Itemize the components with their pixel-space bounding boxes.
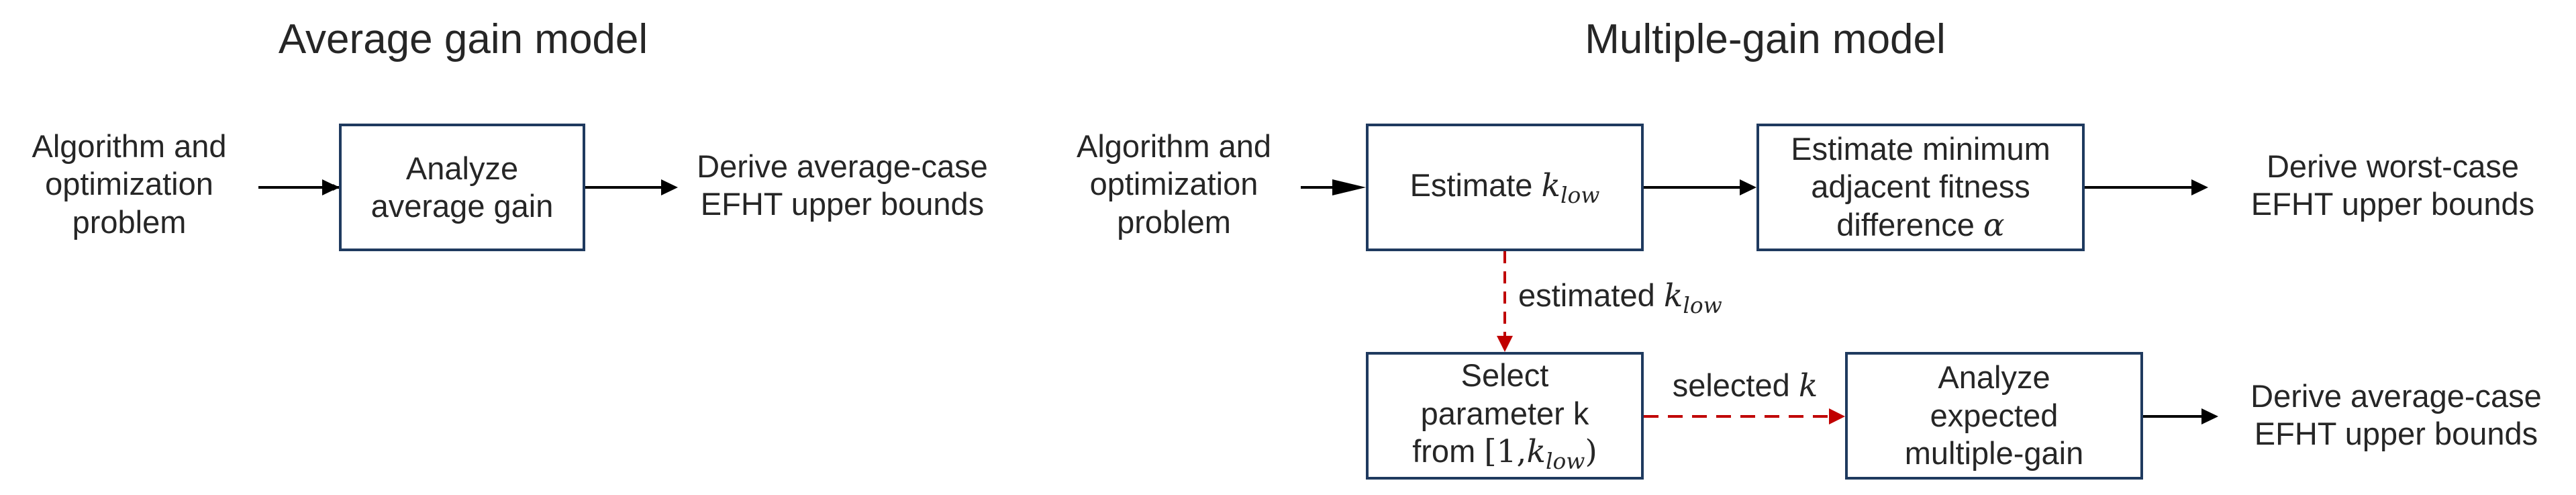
right-input-label: Algorithm and optimization problem xyxy=(1047,128,1301,241)
left-output-line-1: Derive average-case xyxy=(697,148,988,184)
analyze-average-gain-box: Analyze average gain xyxy=(339,124,585,251)
left-input-line-1: Algorithm and xyxy=(32,128,227,164)
right-input-line-1: Algorithm and xyxy=(1077,128,1271,164)
left-input-label: Algorithm and optimization problem xyxy=(0,128,258,241)
left-input-line-2: optimization xyxy=(45,166,213,202)
arrowhead-alpha-to-worst xyxy=(2191,179,2208,195)
average-case-line-2: EFHT upper bounds xyxy=(2254,416,2538,452)
arrowhead-analyze-to-derive xyxy=(661,179,678,195)
worst-case-line-2: EFHT upper bounds xyxy=(2250,186,2535,222)
analyze-multi-line-2: expected xyxy=(1930,397,2059,433)
arrowhead-analyze-multi-to-derive xyxy=(2201,408,2218,424)
average-case-line-1: Derive average-case xyxy=(2250,378,2542,414)
select-box-line-2: parameter k xyxy=(1420,395,1589,431)
select-box-line-3: from [1,klow) xyxy=(1412,433,1597,475)
estimate-k-low-box: Estimate klow xyxy=(1366,124,1644,251)
analyze-multi-line-3: multiple-gain xyxy=(1904,435,2084,471)
dashed-arrowhead-select-to-analyze xyxy=(1829,408,1845,424)
average-gain-model-title: Average gain model xyxy=(278,16,648,62)
worst-case-output-label: Derive worst-case EFHT upper bounds xyxy=(2215,148,2571,224)
select-box-line-1: Select xyxy=(1460,357,1549,394)
analyze-average-gain-line-1: Analyze xyxy=(405,150,519,186)
average-case-output-label: Derive average-case EFHT upper bounds xyxy=(2222,377,2571,453)
multiple-gain-model-title: Multiple-gain model xyxy=(1585,16,1946,62)
alpha-box-line-2: adjacent fitness xyxy=(1811,169,2030,205)
select-parameter-k-box: Select parameter k from [1,klow) xyxy=(1366,352,1644,480)
estimate-alpha-box: Estimate minimum adjacent fitness differ… xyxy=(1756,124,2085,251)
alpha-box-line-1: Estimate minimum xyxy=(1791,130,2050,167)
left-input-line-3: problem xyxy=(72,204,187,240)
worst-case-line-1: Derive worst-case xyxy=(2266,148,2520,184)
alpha-symbol: α xyxy=(1983,206,2005,244)
dashed-arrowhead-estimate-to-select xyxy=(1497,336,1513,352)
right-input-line-3: problem xyxy=(1117,204,1231,240)
analyze-multiple-gain-box: Analyze expected multiple-gain xyxy=(1845,352,2143,480)
arrowhead-estimate-to-alpha xyxy=(1740,179,1756,195)
arrowhead-input-to-analyze xyxy=(322,179,339,195)
right-input-line-2: optimization xyxy=(1089,166,1258,202)
analyze-average-gain-line-2: average gain xyxy=(370,188,554,224)
analyze-multi-line-1: Analyze xyxy=(1938,359,2050,396)
selected-k-label: selected k xyxy=(1672,367,1818,404)
alpha-box-line-3: difference α xyxy=(1836,206,2005,244)
estimated-k-low-label: estimated klow xyxy=(1518,277,1722,318)
k-low-symbol: klow xyxy=(1541,167,1600,208)
left-output-line-2: EFHT upper bounds xyxy=(700,186,985,222)
arrowhead-input-to-estimate xyxy=(1332,179,1366,195)
left-output-label: Derive average-case EFHT upper bounds xyxy=(678,148,1007,224)
estimate-k-text: Estimate xyxy=(1409,167,1533,203)
